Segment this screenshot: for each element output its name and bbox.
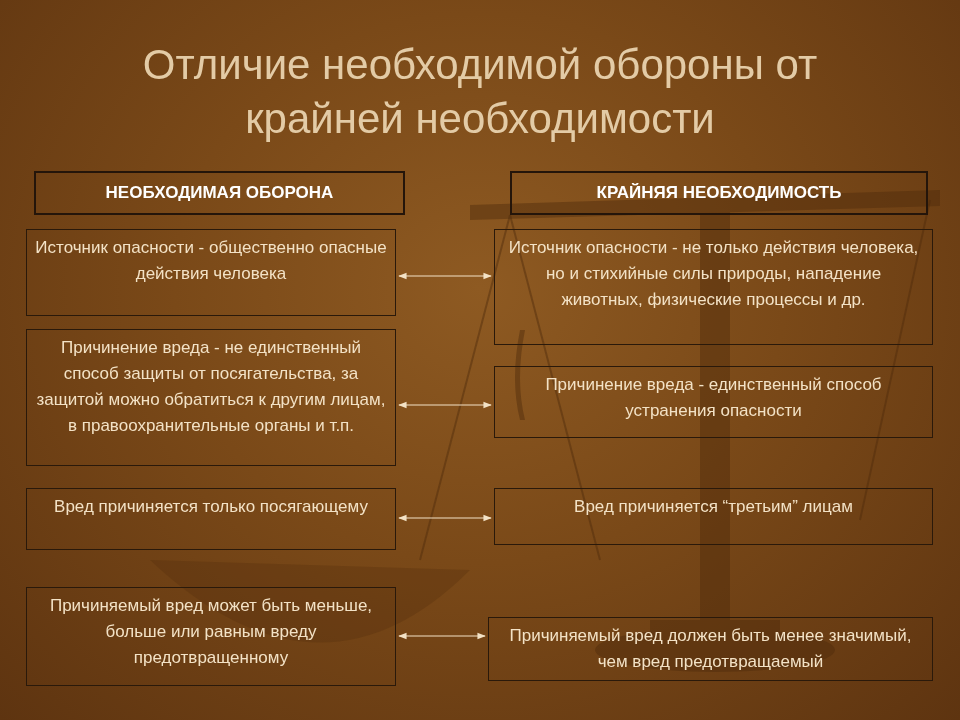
box-text: Вред причиняется только посягающему <box>35 494 387 520</box>
comparison-box: Причиняемый вред должен быть менее значи… <box>488 617 933 681</box>
box-text: Причиняемый вред должен быть менее значи… <box>497 623 924 675</box>
comparison-box: Причиняемый вред может быть меньше, боль… <box>26 587 396 686</box>
comparison-box: Причинение вреда - единственный способ у… <box>494 366 933 438</box>
double-arrow <box>399 517 491 518</box>
box-text: Причинение вреда - единственный способ у… <box>503 372 924 424</box>
box-text: Причиняемый вред может быть меньше, боль… <box>35 593 387 671</box>
comparison-box: Причинение вреда - не единственный спосо… <box>26 329 396 466</box>
comparison-box: Источник опасности - общественно опасные… <box>26 229 396 316</box>
column-header: КРАЙНЯЯ НЕОБХОДИМОСТЬ <box>510 171 928 215</box>
box-text: КРАЙНЯЯ НЕОБХОДИМОСТЬ <box>520 180 918 206</box>
box-text: Источник опасности - общественно опасные… <box>35 235 387 287</box>
comparison-box: Вред причиняется только посягающему <box>26 488 396 550</box>
double-arrow <box>399 635 485 636</box>
box-text: Источник опасности - не только действия … <box>503 235 924 313</box>
box-text: НЕОБХОДИМАЯ ОБОРОНА <box>44 180 395 206</box>
slide-title: Отличие необходимой обороны от крайней н… <box>70 38 890 146</box>
comparison-box: Вред причиняется “третьим” лицам <box>494 488 933 545</box>
box-text: Вред причиняется “третьим” лицам <box>503 494 924 520</box>
column-header: НЕОБХОДИМАЯ ОБОРОНА <box>34 171 405 215</box>
comparison-box: Источник опасности - не только действия … <box>494 229 933 345</box>
box-text: Причинение вреда - не единственный спосо… <box>35 335 387 439</box>
double-arrow <box>399 275 491 276</box>
double-arrow <box>399 404 491 405</box>
